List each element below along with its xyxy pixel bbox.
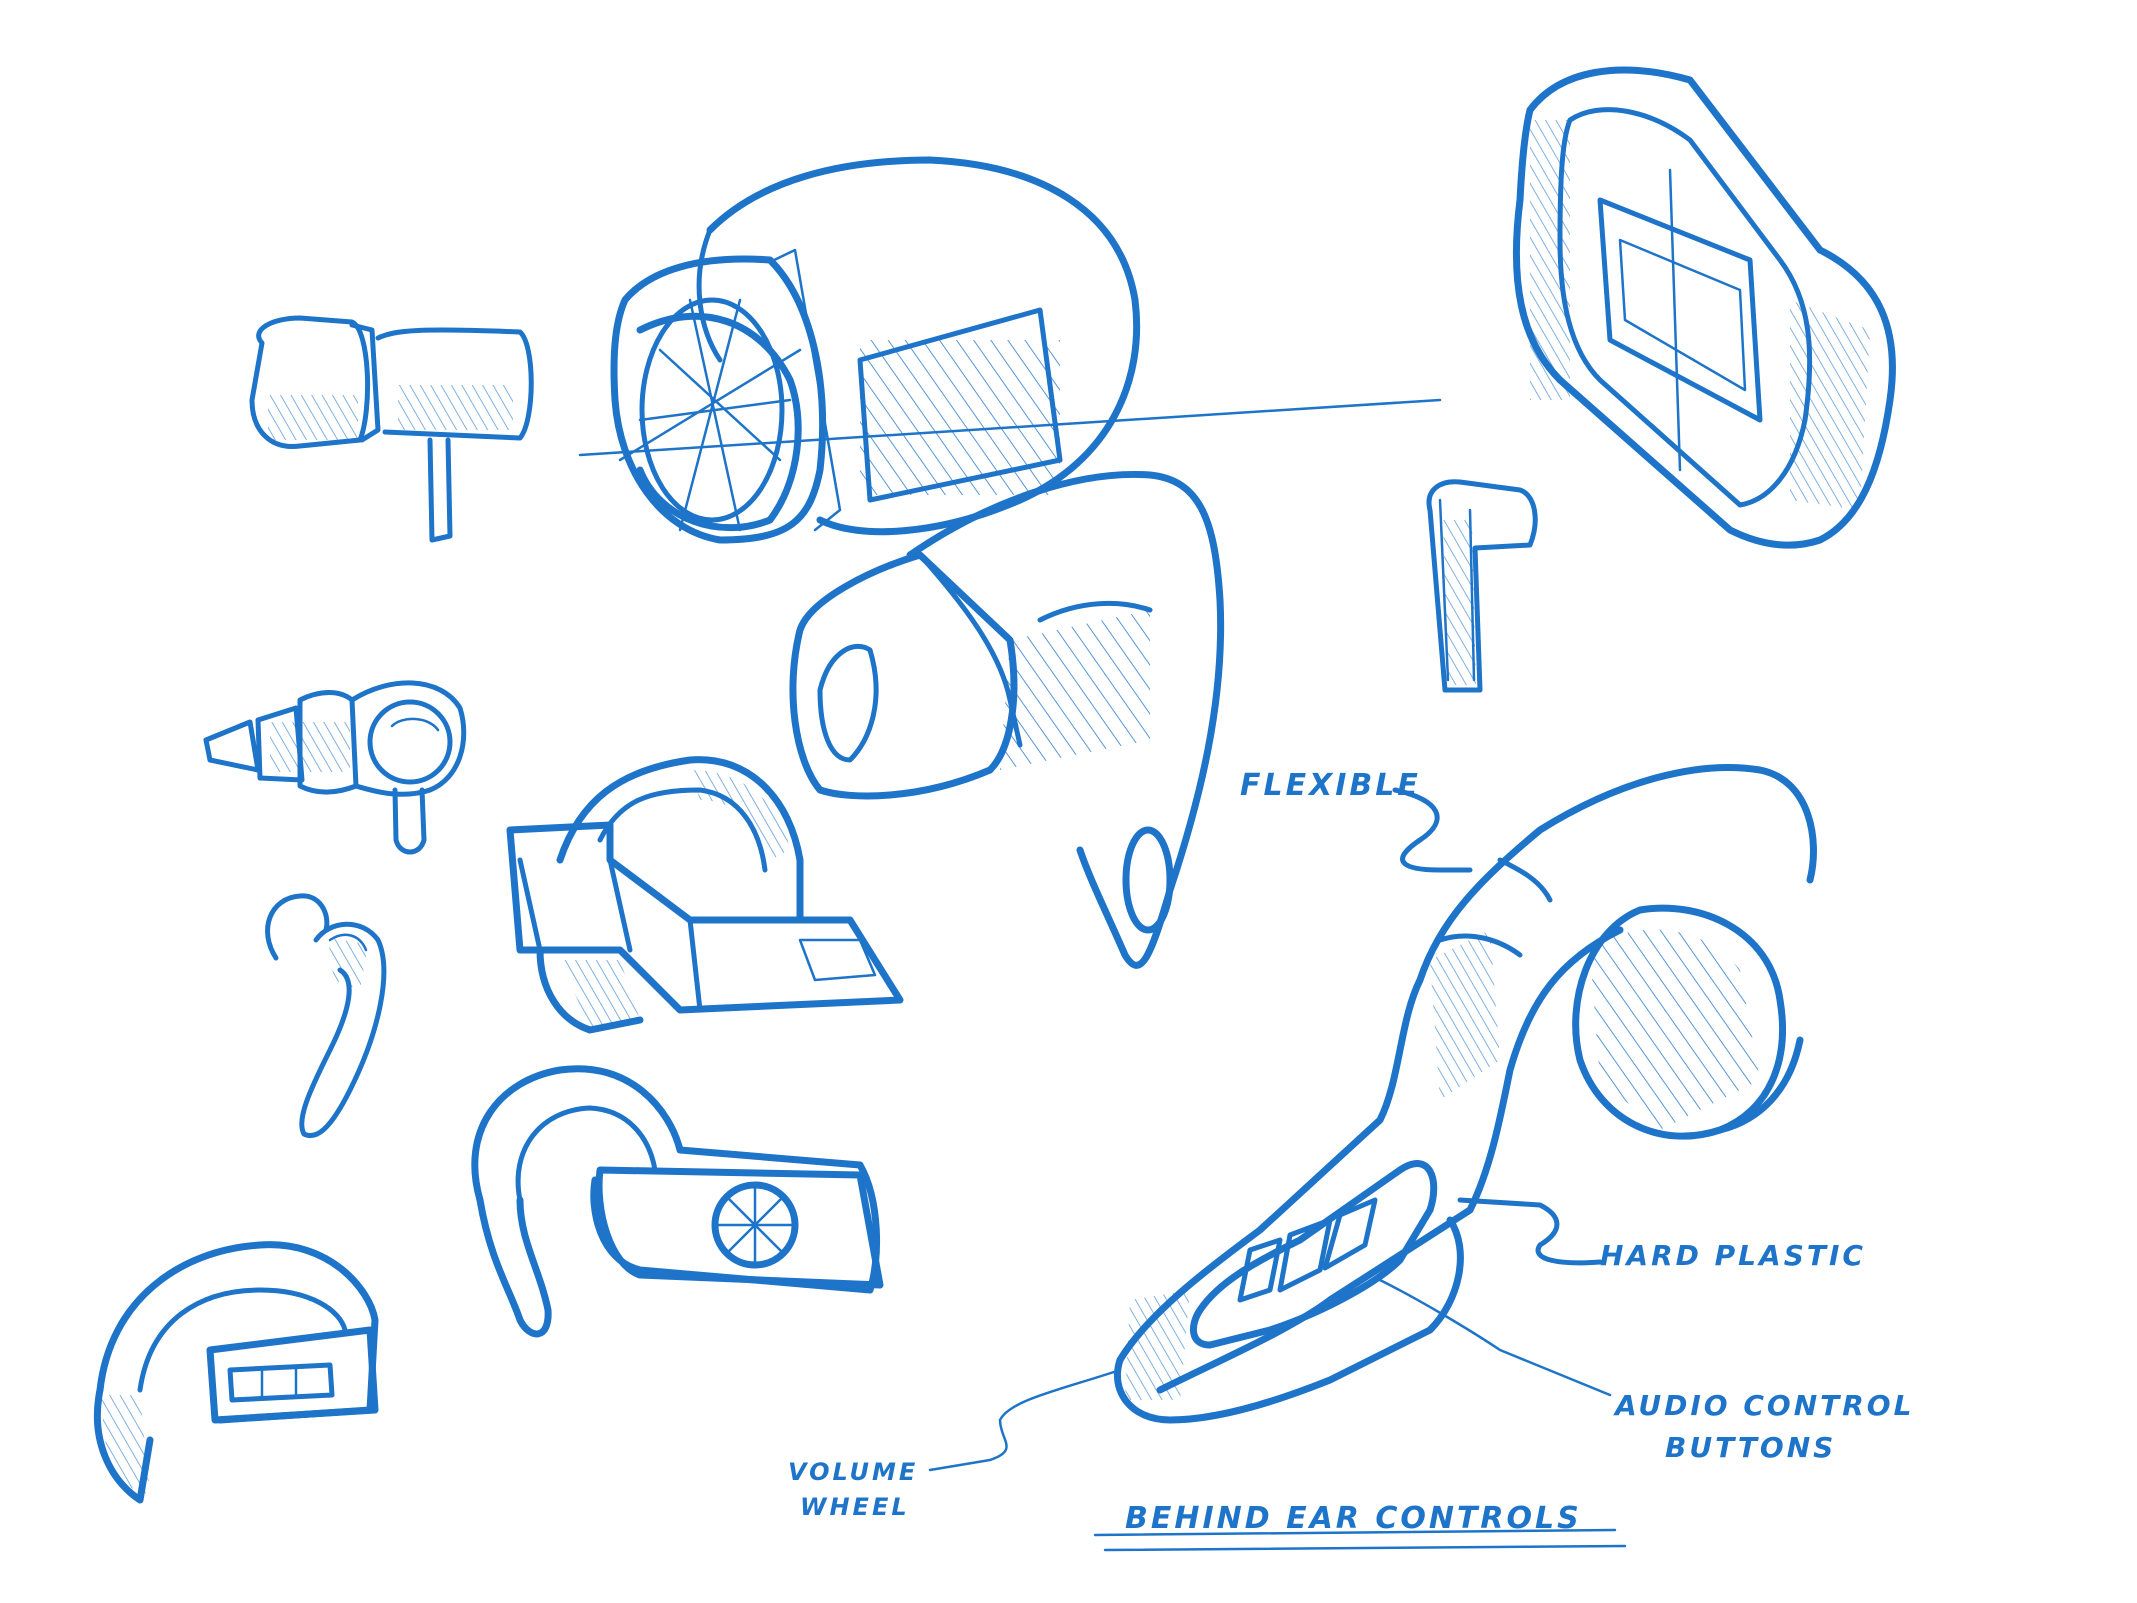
hard-plastic-label: HARD PLASTIC xyxy=(1600,1239,1866,1272)
volume-wheel-leader xyxy=(928,1368,1122,1472)
caption-underline xyxy=(1093,1528,1627,1552)
hook-earbud-sketch xyxy=(789,470,1225,969)
earhook-dial-sketch xyxy=(471,1065,884,1338)
stem-earbud-sketch xyxy=(265,893,387,1138)
large-earbud-sketch xyxy=(578,156,1442,544)
l-shape-earbud-sketch xyxy=(1426,479,1538,693)
volume-label-line2: WHEEL xyxy=(800,1493,910,1521)
earbud-case-sketch xyxy=(1512,66,1896,549)
hard-plastic-leader xyxy=(1457,1197,1603,1266)
behind-ear-controls-sketch xyxy=(1113,764,1817,1424)
flexible-label: FLEXIBLE xyxy=(1240,768,1421,803)
volume-label-line1: VOLUME xyxy=(788,1458,918,1486)
audio-control-label-line2: BUTTONS xyxy=(1665,1431,1836,1464)
audio-control-label-line1: AUDIO CONTROL xyxy=(1613,1389,1914,1422)
ear-hook-bracket-sketch xyxy=(506,756,904,1034)
audio-control-leader xyxy=(1378,1278,1612,1397)
dial-earbud-sketch xyxy=(203,680,467,855)
caption-label: BEHIND EAR CONTROLS xyxy=(1125,1501,1582,1536)
annotation-leaders xyxy=(928,787,1627,1552)
over-ear-device-sketch xyxy=(93,1241,379,1504)
flexible-leader xyxy=(1392,787,1473,873)
annotation-labels: FLEXIBLE HARD PLASTIC AUDIO CONTROL BUTT… xyxy=(788,768,1914,1536)
small-earbud-sketch xyxy=(249,315,534,543)
